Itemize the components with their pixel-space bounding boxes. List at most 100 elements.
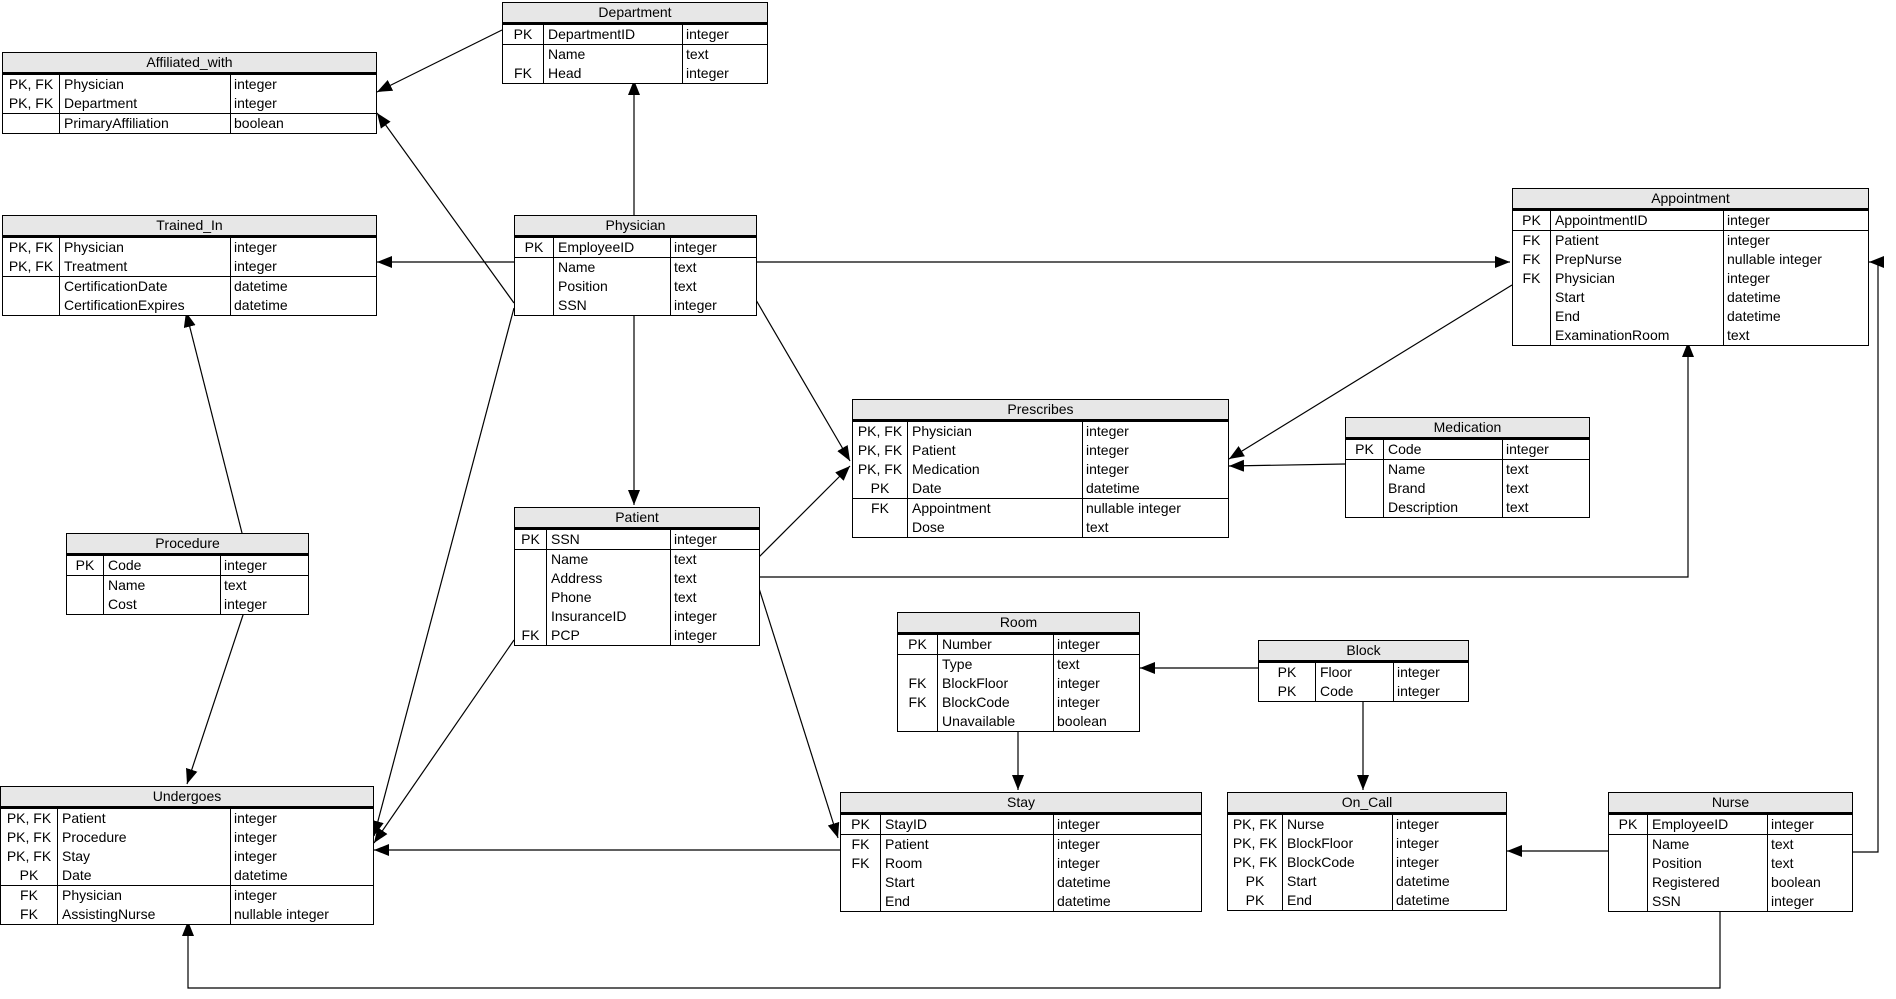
type-cell: boolean	[1771, 874, 1821, 890]
type-cell: integer	[674, 627, 717, 643]
key-cell	[1609, 854, 1648, 873]
key-cell: FK	[898, 693, 938, 712]
field-cell: End	[1283, 891, 1393, 910]
field-cell: End	[1551, 307, 1724, 326]
type-cell: integer	[1086, 461, 1129, 477]
key-cell	[67, 595, 104, 614]
type-cell: nullable integer	[1727, 251, 1822, 267]
key-cell: PK, FK	[1228, 815, 1283, 834]
type-cell: text	[224, 577, 247, 593]
type-cell: text	[1506, 461, 1529, 477]
connector-nurse-appointment	[1851, 256, 1884, 853]
type-cell: datetime	[1057, 874, 1111, 890]
type-cell: integer	[674, 531, 717, 547]
type-cell: text	[1506, 499, 1529, 515]
key-cell: PK, FK	[853, 460, 908, 479]
field-cell: ExaminationRoom	[1551, 326, 1724, 345]
type-cell: integer	[234, 887, 277, 903]
type-cell: text	[1771, 836, 1794, 852]
field-cell: Appointment	[908, 499, 1083, 518]
type-cell: datetime	[1396, 873, 1450, 889]
key-cell	[515, 569, 547, 588]
type-cell: integer	[1397, 664, 1440, 680]
key-cell: PK	[1346, 440, 1384, 459]
entity-title: On_Call	[1228, 793, 1506, 815]
key-cell: FK	[1513, 269, 1551, 288]
key-cell: PK	[1, 866, 58, 885]
type-cell: integer	[1396, 816, 1439, 832]
field-cell: Start	[1551, 288, 1724, 307]
entity-title: Nurse	[1609, 793, 1852, 815]
field-cell: Procedure	[58, 828, 231, 847]
type-cell: datetime	[234, 297, 288, 313]
key-cell: PK	[515, 530, 547, 549]
field-cell: CertificationExpires	[60, 296, 231, 315]
type-cell: boolean	[1057, 713, 1107, 729]
type-cell: integer	[1397, 683, 1440, 699]
key-cell	[853, 518, 908, 537]
type-cell: integer	[1057, 675, 1100, 691]
key-cell: FK	[515, 626, 547, 645]
key-cell: FK	[898, 674, 938, 693]
type-cell: text	[674, 589, 697, 605]
field-cell: EmployeeID	[554, 238, 671, 257]
field-cell: Name	[104, 576, 221, 595]
connector-procedure-trained_in	[183, 311, 243, 534]
key-cell: FK	[841, 835, 881, 854]
key-cell	[3, 114, 60, 133]
type-cell: integer	[1771, 893, 1814, 909]
field-cell: End	[881, 892, 1054, 911]
key-cell: FK	[1513, 250, 1551, 269]
type-cell: boolean	[234, 115, 284, 131]
field-cell: StayID	[881, 815, 1054, 834]
key-cell	[515, 607, 547, 626]
key-cell: PK, FK	[1, 828, 58, 847]
key-cell: PK, FK	[3, 94, 60, 113]
type-cell: datetime	[1086, 480, 1140, 496]
connector-physician-undergoes	[372, 307, 515, 837]
type-cell: integer	[234, 239, 277, 255]
field-cell: Name	[544, 45, 683, 64]
key-cell: PK, FK	[3, 257, 60, 276]
type-cell: integer	[686, 65, 729, 81]
entity-title: Trained_In	[3, 216, 376, 238]
type-cell: integer	[674, 239, 717, 255]
type-cell: text	[674, 570, 697, 586]
type-cell: integer	[674, 608, 717, 624]
field-cell: BlockFloor	[1283, 834, 1393, 853]
key-cell	[515, 296, 554, 315]
type-cell: text	[674, 278, 697, 294]
field-cell: Patient	[58, 809, 231, 828]
key-cell: PK	[898, 635, 938, 654]
type-cell: integer	[234, 76, 277, 92]
connector-physician-affiliated_with	[376, 112, 515, 304]
field-cell: Treatment	[60, 257, 231, 276]
type-cell: integer	[1057, 816, 1100, 832]
field-cell: BlockCode	[1283, 853, 1393, 872]
key-cell: PK, FK	[853, 422, 908, 441]
type-cell: integer	[234, 829, 277, 845]
